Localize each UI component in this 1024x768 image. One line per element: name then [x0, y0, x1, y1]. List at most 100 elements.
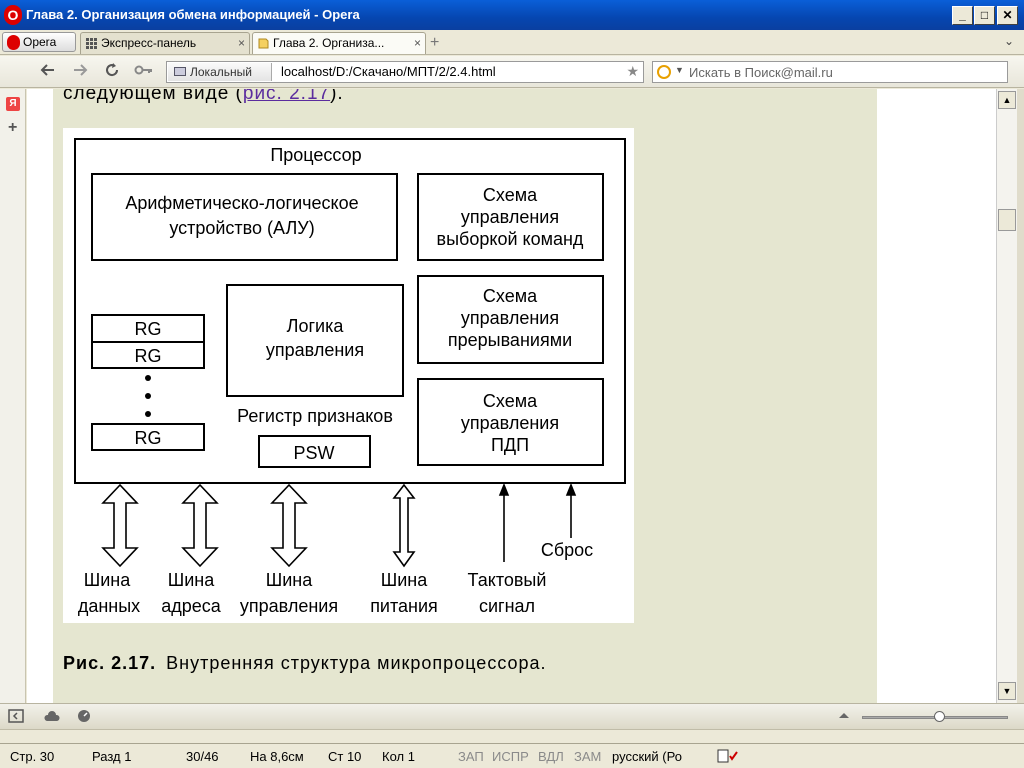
register-label: RG — [135, 319, 162, 339]
intro-text: следующем виде (рис. 2.17). — [63, 89, 344, 105]
close-button[interactable]: ✕ — [997, 6, 1018, 25]
flags-register-label: Регистр признаков — [237, 406, 393, 426]
forward-arrow-icon[interactable] — [72, 62, 88, 78]
processor-label: Процессор — [270, 145, 361, 165]
status-section: Разд 1 — [92, 749, 132, 764]
window-edge — [1017, 89, 1024, 703]
reset-label: Сброс — [541, 540, 593, 560]
fetch-control-label: выборкой команд — [437, 229, 584, 249]
intro-prefix: следующем виде ( — [63, 89, 243, 104]
register-label: RG — [135, 346, 162, 366]
window-title: Глава 2. Организация обмена информацией … — [26, 7, 360, 22]
control-logic-box — [226, 284, 404, 397]
new-tab-button[interactable]: + — [430, 34, 440, 51]
psw-box — [258, 435, 371, 468]
clock-label: Тактовый — [468, 570, 547, 590]
status-line: Ст 10 — [328, 749, 362, 764]
figure-2-17: Процессор Арифметическо-логическое устро… — [63, 128, 634, 623]
vertical-scrollbar[interactable]: ▲ ▼ — [996, 89, 1017, 703]
register-label: RG — [135, 428, 162, 448]
dma-control-label: Схема — [483, 391, 538, 411]
status-rec[interactable]: ЗАП — [458, 749, 484, 764]
status-track[interactable]: ИСПР — [492, 749, 529, 764]
word-status-bar: Стр. 30 Разд 1 30/46 На 8,6см Ст 10 Кол … — [0, 743, 1024, 768]
data-bus-label: данных — [78, 596, 140, 616]
status-language[interactable]: русский (Ро — [612, 749, 682, 764]
microprocessor-diagram: Процессор Арифметическо-логическое устро… — [74, 138, 626, 616]
url-text[interactable]: localhost/D:/Скачано/МПТ/2/2.4.html — [281, 64, 496, 79]
fetch-control-label: управления — [461, 207, 559, 227]
opera-logo-icon — [7, 35, 20, 50]
power-bus-arrow — [392, 483, 416, 568]
status-page: Стр. 30 — [10, 749, 55, 764]
speedometer-icon[interactable] — [76, 709, 92, 723]
opera-menu-button[interactable]: Opera — [2, 32, 76, 52]
interrupt-control-label: прерываниями — [448, 330, 572, 350]
ellipsis-dot — [145, 393, 151, 399]
background-window-strip — [0, 729, 1024, 743]
register-box — [91, 341, 205, 369]
figure-link[interactable]: рис. 2.17 — [242, 89, 331, 104]
control-bus-label: управления — [240, 596, 338, 616]
minimize-button[interactable]: _ — [952, 6, 973, 25]
address-field[interactable]: Локальный localhost/D:/Скачано/МПТ/2/2.4… — [166, 61, 644, 83]
status-column: Кол 1 — [382, 749, 415, 764]
add-panel-icon[interactable]: + — [8, 119, 18, 136]
processor-box — [74, 138, 626, 484]
tab-close-icon[interactable]: × — [413, 36, 421, 50]
opera-logo-icon: O — [4, 5, 22, 25]
back-arrow-icon[interactable] — [40, 62, 56, 78]
browser-status-bar — [0, 703, 1024, 729]
address-bus-label: адреса — [161, 596, 222, 616]
tab-bar: Opera Экспресс-панель × Глава 2. Организ… — [0, 30, 1024, 55]
tab-speed-dial[interactable]: Экспресс-панель × — [80, 32, 250, 54]
tab-chapter-2[interactable]: Глава 2. Организа... × — [252, 32, 426, 54]
address-bus-label: Шина — [168, 570, 215, 590]
document-area: следующем виде (рис. 2.17). — [53, 89, 877, 703]
key-icon[interactable] — [134, 62, 154, 78]
fetch-control-label: Схема — [483, 185, 538, 205]
chevron-down-icon[interactable]: ▼ — [675, 65, 684, 75]
zoom-slider-knob[interactable] — [934, 711, 945, 722]
caption-text: Внутренняя структура микропроцессора. — [166, 653, 547, 673]
dma-control-label: управления — [461, 413, 559, 433]
dma-control-label: ПДП — [491, 435, 529, 455]
clock-arrowhead — [498, 482, 510, 496]
local-badge[interactable]: Локальный — [168, 63, 272, 81]
page-icon — [258, 38, 269, 49]
control-bus-label: Шина — [266, 570, 313, 590]
reload-icon[interactable] — [104, 62, 120, 78]
clock-label: сигнал — [479, 596, 535, 616]
reset-arrowhead — [565, 482, 577, 496]
scroll-down-button[interactable]: ▼ — [998, 682, 1016, 700]
tab-label: Глава 2. Организа... — [273, 36, 385, 50]
scroll-up-button[interactable]: ▲ — [998, 91, 1016, 109]
maximize-button[interactable]: □ — [974, 6, 995, 25]
tab-close-icon[interactable]: × — [237, 36, 245, 50]
star-icon[interactable]: ★ — [626, 63, 639, 79]
window-title-bar[interactable]: O Глава 2. Организация обмена информацие… — [0, 0, 1024, 30]
interrupt-control-label: Схема — [483, 286, 538, 306]
search-field[interactable]: ▼ Искать в Поиск@mail.ru — [652, 61, 1008, 83]
page-content[interactable]: следующем виде (рис. 2.17). — [27, 89, 996, 703]
status-pages: 30/46 — [186, 749, 219, 764]
ellipsis-dot — [145, 411, 151, 417]
status-ext[interactable]: ВДЛ — [538, 749, 564, 764]
control-logic-label: Логика — [287, 316, 345, 336]
zoom-icon[interactable] — [836, 709, 852, 723]
panel-toggle-icon[interactable] — [8, 709, 24, 723]
yandex-icon[interactable]: Я — [6, 97, 20, 111]
power-bus-label: Шина — [381, 570, 428, 590]
mail-search-icon[interactable] — [657, 65, 671, 79]
scroll-thumb[interactable] — [998, 209, 1016, 231]
control-bus-arrow — [270, 483, 308, 568]
tab-menu-chevron-down-icon[interactable]: ⌄ — [1003, 34, 1014, 48]
cloud-icon[interactable] — [44, 709, 60, 723]
interrupt-control-box — [417, 275, 604, 364]
alu-label: устройство (АЛУ) — [169, 218, 314, 238]
spelling-check-icon[interactable] — [716, 748, 738, 764]
status-ovr[interactable]: ЗАМ — [574, 749, 602, 764]
tab-label: Экспресс-панель — [101, 36, 197, 50]
caption-number: Рис. 2.17. — [63, 653, 157, 673]
power-bus-label: питания — [370, 596, 438, 616]
